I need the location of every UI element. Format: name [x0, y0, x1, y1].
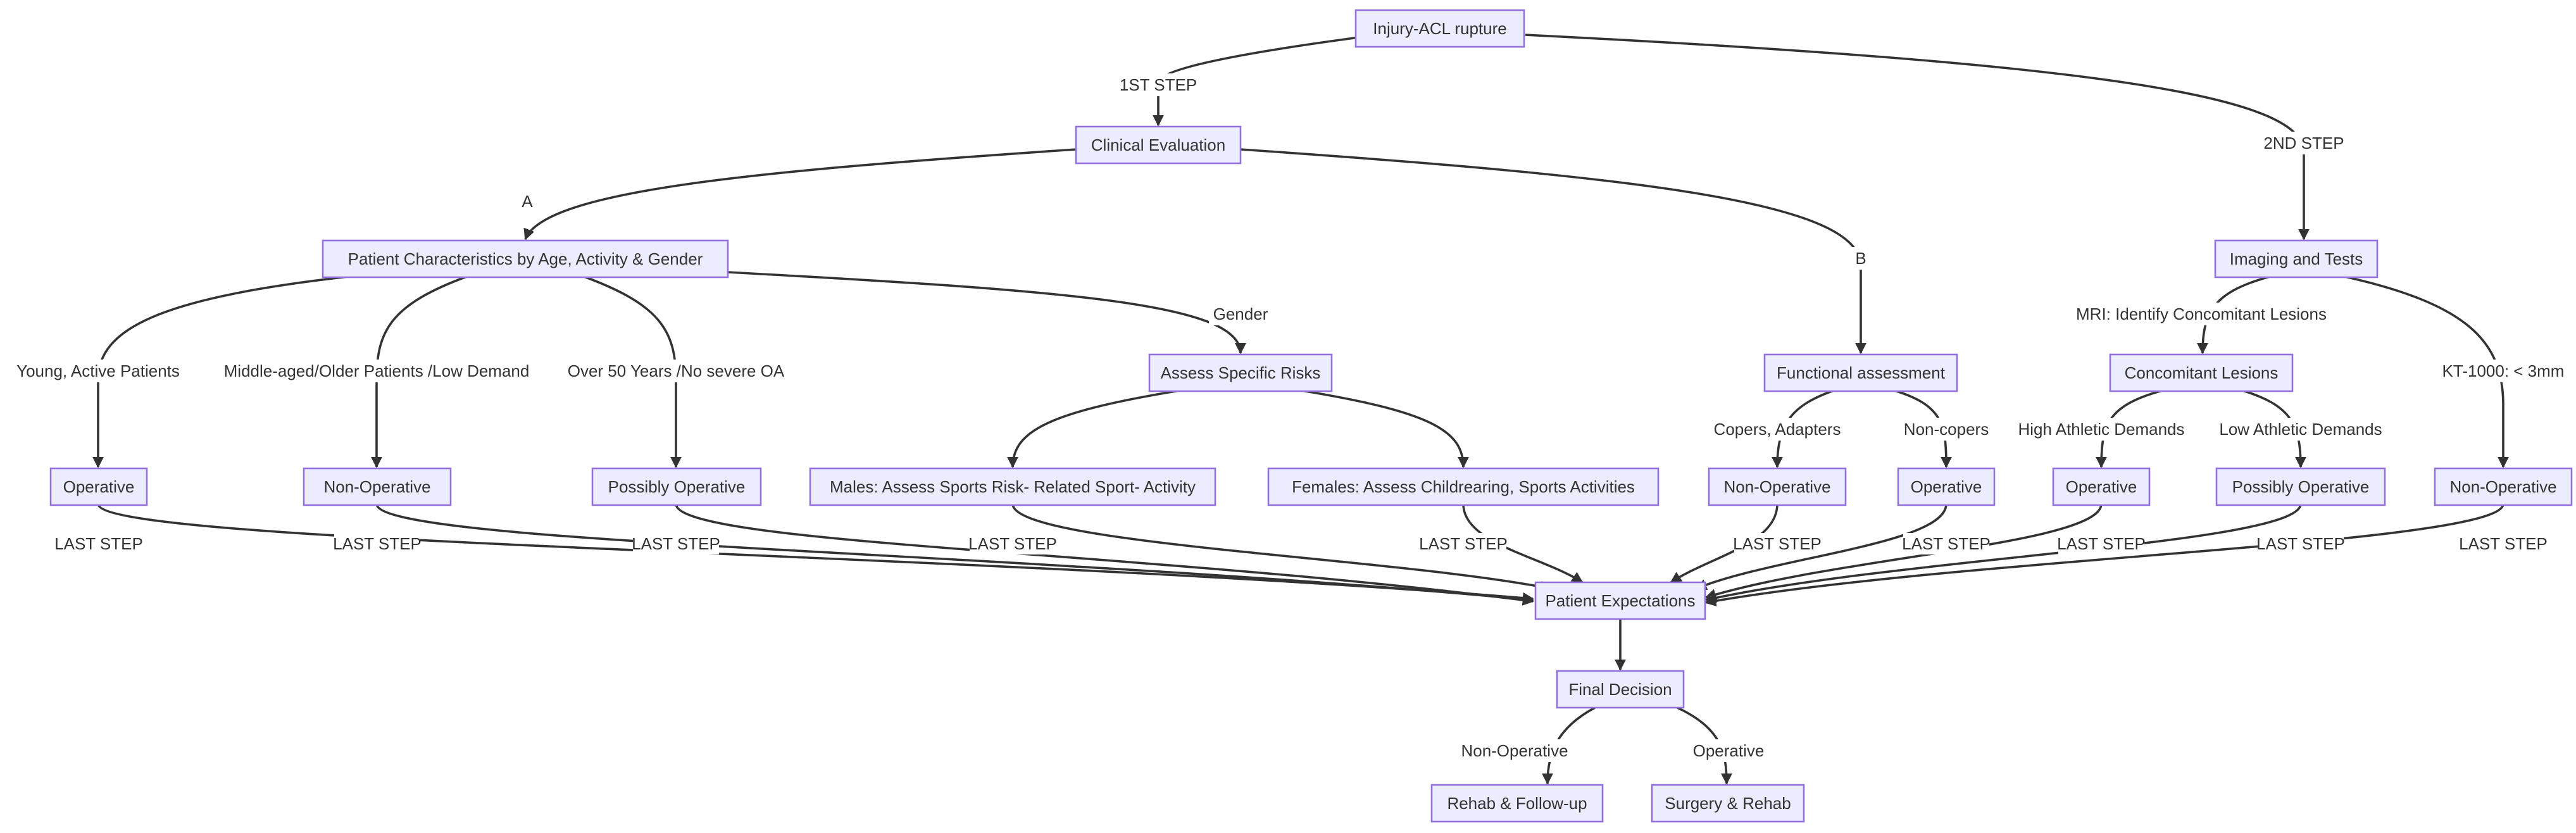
edge-char-assess — [727, 271, 1246, 354]
edge-assess-females — [1297, 389, 1469, 468]
label-op-final: Operative — [1693, 741, 1765, 760]
edge-young-expectations — [97, 503, 1534, 604]
nodes: Injury-ACL rupture Clinical Evaluation P… — [49, 9, 2573, 823]
node-nonop-middle[interactable]: Non-Operative — [303, 467, 452, 506]
edge-clinical-patient-char — [523, 148, 1077, 241]
label-noncopers: Non-copers — [1904, 420, 1989, 439]
node-op-noncopers-label: Operative — [1911, 477, 1982, 496]
edge-over50-expectations — [675, 503, 1534, 606]
edges — [92, 34, 2509, 785]
label-low: Low Athletic Demands — [2219, 420, 2382, 439]
edge-clinical-functional — [1240, 148, 1866, 354]
node-op-high[interactable]: Operative — [2052, 467, 2151, 506]
node-injury-label: Injury-ACL rupture — [1373, 19, 1506, 38]
label-first-step: 1ST STEP — [1120, 75, 1197, 94]
node-possibly-low[interactable]: Possibly Operative — [2215, 467, 2386, 506]
node-concomitant[interactable]: Concomitant Lesions — [2109, 353, 2294, 392]
node-op-noncopers[interactable]: Operative — [1897, 467, 1996, 506]
node-females-label: Females: Assess Childrearing, Sports Act… — [1292, 477, 1635, 496]
node-clinical-label: Clinical Evaluation — [1091, 135, 1225, 154]
node-op-young-label: Operative — [63, 477, 135, 496]
label-a: A — [522, 192, 533, 211]
node-op-high-label: Operative — [2066, 477, 2137, 496]
label-kt: KT-1000: < 3mm — [2442, 361, 2565, 380]
node-rehab[interactable]: Rehab & Follow-up — [1430, 784, 1604, 823]
label-b: B — [1855, 249, 1866, 268]
node-possibly-low-label: Possibly Operative — [2232, 477, 2370, 496]
node-nonop-middle-label: Non-Operative — [323, 477, 430, 496]
label-last-step-middle: LAST STEP — [333, 534, 422, 553]
label-high: High Athletic Demands — [2018, 420, 2184, 439]
node-rehab-label: Rehab & Follow-up — [1447, 794, 1587, 813]
label-second-step: 2ND STEP — [2263, 134, 2344, 153]
node-patient-char-label: Patient Characteristics by Age, Activity… — [348, 249, 703, 268]
node-functional-label: Functional assessment — [1777, 363, 1946, 382]
node-final[interactable]: Final Decision — [1556, 670, 1685, 709]
edge-males-expectations — [1011, 503, 1552, 592]
label-last-step-high: LAST STEP — [2057, 534, 2146, 553]
node-nonop-copers[interactable]: Non-Operative — [1708, 467, 1847, 506]
edge-females-expectations — [1462, 503, 1584, 584]
label-nonop-final: Non-Operative — [1461, 741, 1568, 760]
edge-imaging-kt — [2341, 275, 2509, 468]
node-final-label: Final Decision — [1568, 680, 1672, 699]
label-last-step-over50: LAST STEP — [632, 534, 720, 553]
node-males[interactable]: Males: Assess Sports Risk- Related Sport… — [809, 467, 1216, 506]
node-females[interactable]: Females: Assess Childrearing, Sports Act… — [1267, 467, 1660, 506]
label-last-step-copers: LAST STEP — [1733, 534, 1822, 553]
label-last-step-low: LAST STEP — [2256, 534, 2345, 553]
edge-injury-imaging — [1525, 34, 2310, 241]
node-surgery-label: Surgery & Rehab — [1665, 794, 1791, 813]
label-last-step-males: LAST STEP — [968, 534, 1057, 553]
label-mri: MRI: Identify Concomitant Lesions — [2076, 304, 2327, 323]
node-males-label: Males: Assess Sports Risk- Related Sport… — [830, 477, 1196, 496]
node-possibly-over50-label: Possibly Operative — [608, 477, 746, 496]
node-nonop-copers-label: Non-Operative — [1723, 477, 1830, 496]
node-functional[interactable]: Functional assessment — [1763, 353, 1958, 392]
node-op-young[interactable]: Operative — [49, 467, 148, 506]
node-patient-char[interactable]: Patient Characteristics by Age, Activity… — [322, 239, 729, 279]
edge-assess-males — [1007, 389, 1184, 468]
node-imaging-label: Imaging and Tests — [2230, 249, 2363, 268]
node-possibly-over50[interactable]: Possibly Operative — [591, 467, 762, 506]
node-nonop-kt-label: Non-Operative — [2449, 477, 2556, 496]
node-injury[interactable]: Injury-ACL rupture — [1354, 9, 1525, 48]
edge-middle-expectations — [375, 503, 1534, 605]
node-expectations-label: Patient Expectations — [1545, 591, 1695, 610]
label-last-step-noncopers: LAST STEP — [1902, 534, 1991, 553]
node-assess-risks-label: Assess Specific Risks — [1161, 363, 1321, 382]
label-gender: Gender — [1213, 304, 1268, 323]
node-surgery[interactable]: Surgery & Rehab — [1651, 784, 1805, 823]
node-expectations[interactable]: Patient Expectations — [1534, 581, 1706, 620]
node-nonop-kt[interactable]: Non-Operative — [2434, 467, 2573, 506]
edge-kt-expectations — [1704, 503, 2504, 607]
label-copers: Copers, Adapters — [1714, 420, 1841, 439]
node-assess-risks[interactable]: Assess Specific Risks — [1148, 353, 1333, 392]
label-last-step-young: LAST STEP — [54, 534, 143, 553]
label-middle: Middle-aged/Older Patients /Low Demand — [224, 361, 530, 380]
node-clinical[interactable]: Clinical Evaluation — [1075, 125, 1242, 165]
edge-labels: 1ST STEP 2ND STEP A B Gender Young, Acti… — [6, 73, 2573, 762]
node-concomitant-label: Concomitant Lesions — [2125, 363, 2279, 382]
label-young: Young, Active Patients — [16, 361, 180, 380]
node-imaging[interactable]: Imaging and Tests — [2214, 239, 2379, 279]
label-over50: Over 50 Years /No severe OA — [568, 361, 785, 380]
edge-noncopers-expectations — [1695, 503, 1948, 591]
label-last-step-females: LAST STEP — [1419, 534, 1508, 553]
label-last-step-kt: LAST STEP — [2459, 534, 2548, 553]
